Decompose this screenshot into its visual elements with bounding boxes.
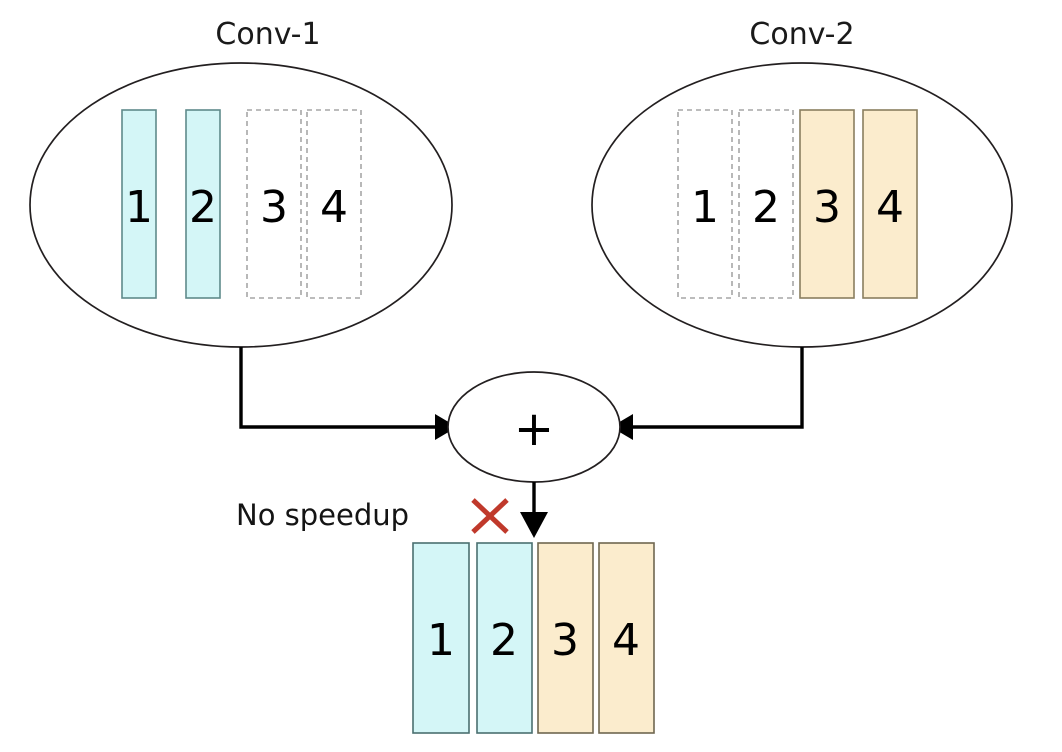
conv-1-bar-3[interactable] bbox=[246, 109, 302, 299]
conv-1-bar-1-number: 1 bbox=[125, 182, 153, 233]
output-arrowhead-icon bbox=[520, 512, 548, 538]
output-bar-3-number: 3 bbox=[551, 615, 579, 666]
conv-2-bar-3[interactable] bbox=[799, 109, 855, 299]
conv-1-bar-4-number: 4 bbox=[320, 182, 348, 233]
conv-1-bar-4[interactable] bbox=[306, 109, 362, 299]
no-speedup-annotation: No speedup bbox=[236, 498, 509, 534]
connector-conv-2-to-sum bbox=[611, 347, 804, 440]
conv-2-bar-2-number: 2 bbox=[752, 182, 780, 233]
output-bar-4[interactable] bbox=[598, 542, 655, 734]
output-bar-1-number: 1 bbox=[427, 615, 455, 666]
conv-1-bar-2[interactable] bbox=[185, 109, 221, 299]
conv-1-connector-line bbox=[239, 347, 435, 429]
conv-2-connector-line bbox=[633, 347, 804, 429]
no-speedup-label: No speedup bbox=[236, 498, 409, 532]
conv-2-bar-4-number: 4 bbox=[876, 182, 904, 233]
group-conv-2: Conv-2 1 2 3 4 bbox=[591, 17, 1013, 348]
conv-2-bar-1-number: 1 bbox=[691, 182, 719, 233]
sum-node: + bbox=[447, 371, 621, 483]
output-bar-1[interactable] bbox=[412, 542, 470, 734]
output-bar-3[interactable] bbox=[537, 542, 594, 734]
conv-1-label: Conv-1 bbox=[215, 17, 320, 52]
connector-sum-to-output bbox=[520, 482, 548, 538]
conv-1-bar-3-number: 3 bbox=[260, 182, 288, 233]
output-bar-2-number: 2 bbox=[490, 615, 518, 666]
conv-2-bar-3-number: 3 bbox=[813, 182, 841, 233]
connector-conv-1-to-sum bbox=[239, 347, 457, 440]
conv-1-bar-2-number: 2 bbox=[189, 182, 217, 233]
conv-2-label: Conv-2 bbox=[749, 17, 854, 52]
conv-2-bar-1[interactable] bbox=[677, 109, 733, 299]
conv-1-bar-1[interactable] bbox=[121, 109, 157, 299]
output-bar-4-number: 4 bbox=[612, 615, 640, 666]
group-conv-1: Conv-1 1 2 3 4 bbox=[29, 17, 453, 348]
output-bars: 1 2 3 4 bbox=[412, 542, 655, 734]
x-mark-icon bbox=[471, 498, 509, 534]
conv-1-arrowhead-icon bbox=[435, 414, 457, 440]
plus-icon: + bbox=[514, 401, 554, 457]
conv-2-arrowhead-icon bbox=[611, 414, 633, 440]
conv-2-bar-4[interactable] bbox=[862, 109, 918, 299]
conv-2-bar-2[interactable] bbox=[738, 109, 794, 299]
output-bar-2[interactable] bbox=[476, 542, 533, 734]
conv-1-ellipse bbox=[29, 62, 453, 348]
